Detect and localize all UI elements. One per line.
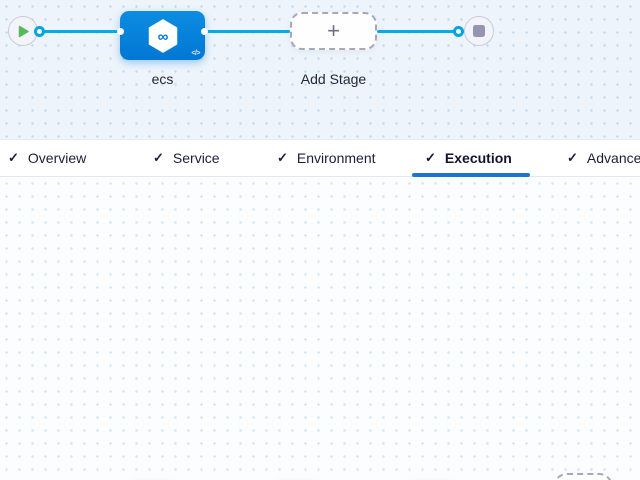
stage-out-dot (201, 28, 208, 35)
edge-addstage-to-end (377, 30, 464, 33)
check-icon: ✓ (567, 150, 578, 165)
svg-text:∞: ∞ (157, 28, 168, 45)
stage-config-tabs: ✓ Overview ✓ Service ✓ Environment ✓ Exe… (0, 139, 640, 177)
tab-label: Advanced (586, 150, 640, 166)
tab-overview[interactable]: ✓ Overview (8, 140, 86, 176)
active-tab-underline (412, 173, 530, 177)
edge-start-to-stage (24, 30, 120, 33)
add-stage-label: Add Stage (300, 71, 367, 87)
harness-stage-icon: ∞ (148, 18, 177, 53)
start-node-out-port[interactable] (34, 26, 45, 37)
tab-service[interactable]: ✓ Service (153, 140, 220, 176)
check-icon: ✓ (8, 150, 19, 165)
tab-label: Overview (27, 150, 87, 166)
stage-name-label: ecs (151, 71, 174, 87)
tab-label: Environment (296, 150, 376, 166)
tab-advanced[interactable]: ✓ Advanced (567, 140, 640, 176)
pipeline-end-node (464, 16, 494, 46)
stage-node-ecs[interactable]: ∞ </> (120, 11, 205, 60)
stop-icon (473, 25, 485, 37)
tab-label: Service (172, 150, 220, 166)
execution-graph-canvas[interactable]: </> </> (0, 177, 640, 480)
stage-graph-canvas[interactable]: ∞ </> ecs + Add Stage (0, 0, 640, 139)
add-stage-button[interactable]: + (290, 12, 377, 50)
edge-stage-to-addstage (205, 30, 290, 33)
play-icon (18, 25, 29, 37)
end-node-in-port[interactable] (453, 26, 464, 37)
check-icon: ✓ (425, 150, 436, 165)
pipeline-start-node (8, 16, 38, 46)
stage-in-dot (117, 28, 124, 35)
tab-execution[interactable]: ✓ Execution (425, 140, 512, 176)
stage-yaml-indicator: </> (191, 50, 200, 57)
add-step-button[interactable]: + (553, 473, 613, 480)
plus-icon: + (327, 18, 340, 43)
tab-label: Execution (444, 150, 512, 166)
tab-environment[interactable]: ✓ Environment (277, 140, 376, 176)
check-icon: ✓ (277, 150, 288, 165)
check-icon: ✓ (153, 150, 164, 165)
